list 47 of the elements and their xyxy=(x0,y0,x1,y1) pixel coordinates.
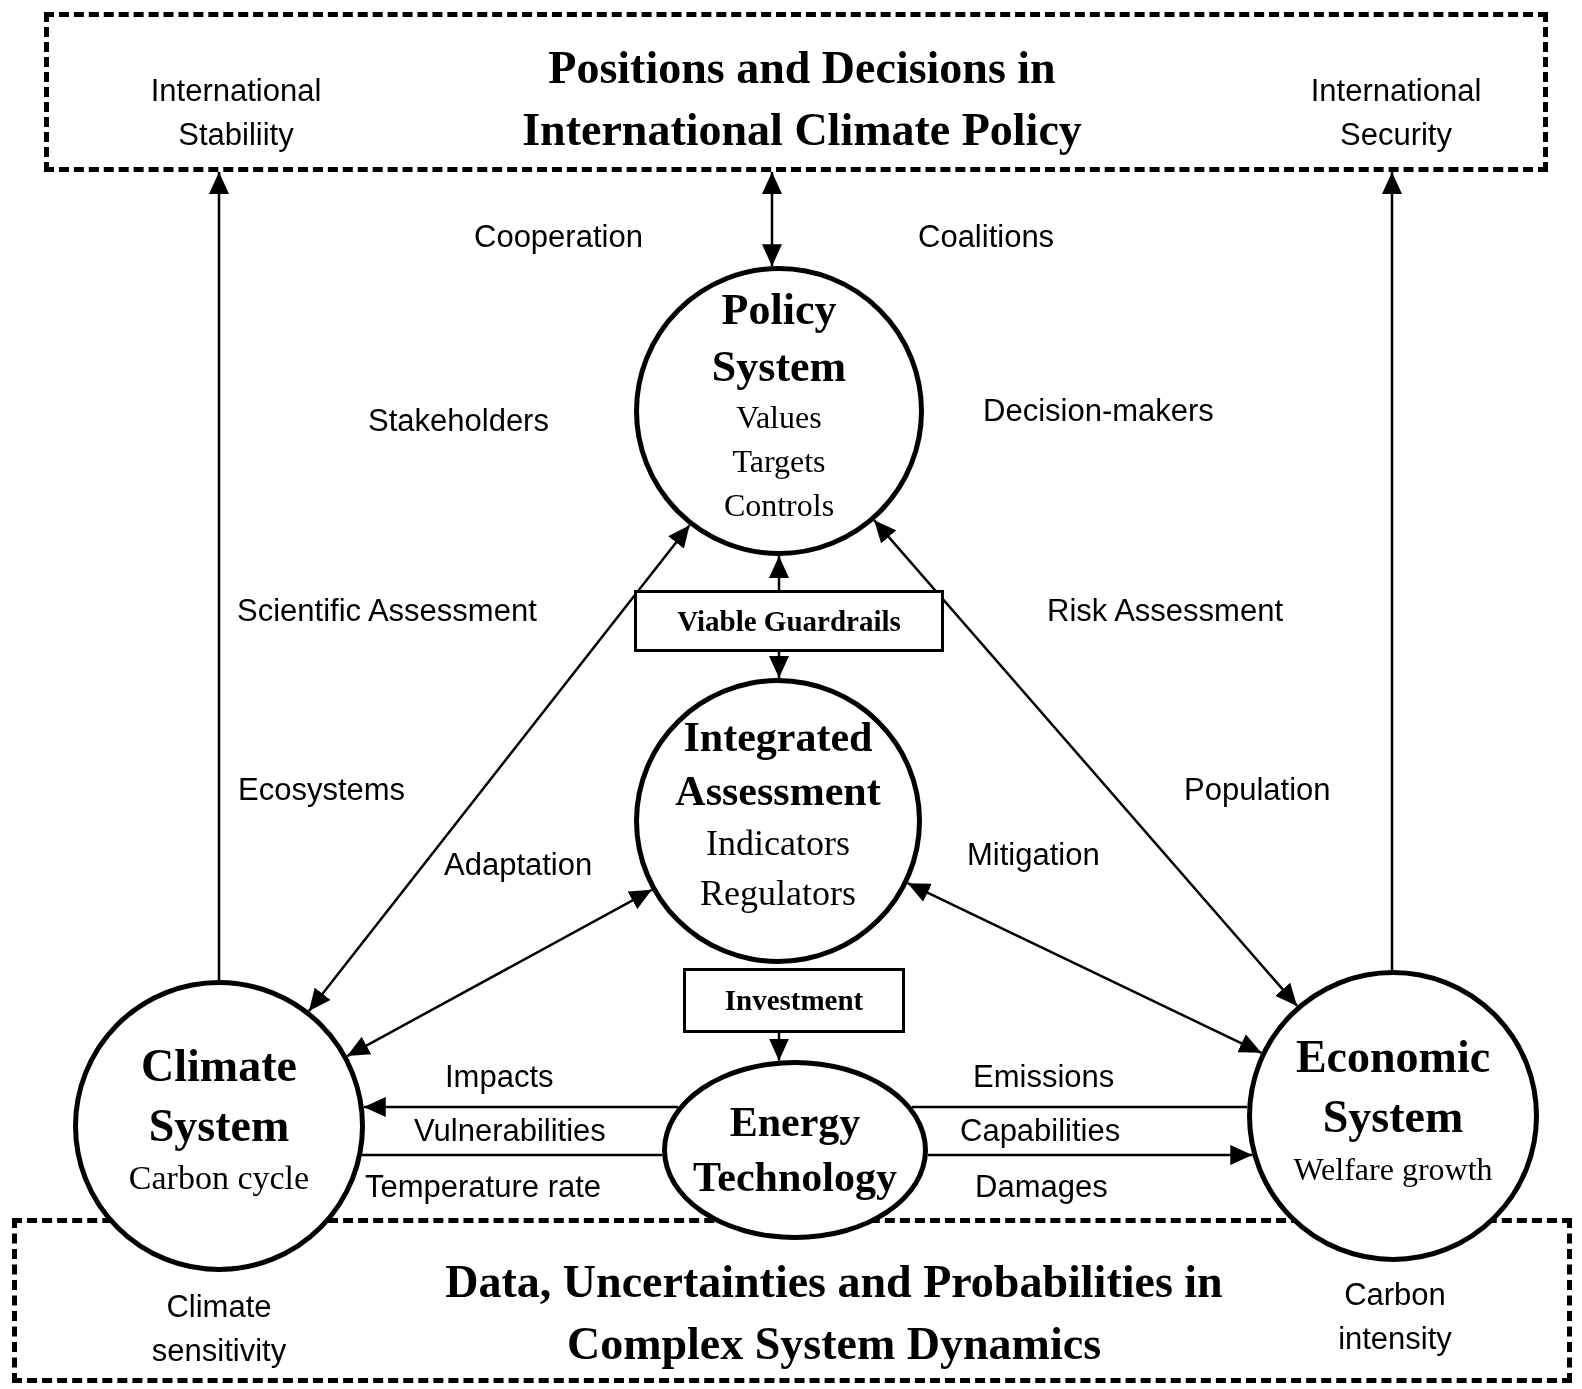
flow-label: Emissions xyxy=(973,1058,1115,1096)
arrow xyxy=(346,888,653,1058)
frame-title: Positions and Decisions in International Climate Policy xyxy=(521,41,1083,158)
arrow xyxy=(907,882,1262,1054)
arrow xyxy=(762,172,782,267)
dashed-frame xyxy=(12,1218,1572,1383)
flow-label: Mitigation xyxy=(967,836,1100,874)
flow-label: Coalitions xyxy=(918,218,1055,256)
circle-text: Welfare growth xyxy=(1292,1149,1494,1189)
frame-title: Data, Uncertainties and Probabilities in Complex System Dynamics xyxy=(444,1255,1224,1372)
flow-label: Temperature rate xyxy=(365,1168,602,1206)
circle-text: Indicators Regulators xyxy=(699,821,857,915)
flow-label: Damages xyxy=(975,1168,1108,1206)
arrow xyxy=(769,652,789,678)
circle-heading: Climate System xyxy=(140,1038,298,1153)
flow-label: Risk Assessment xyxy=(1047,592,1283,630)
dashed-frame xyxy=(44,12,1548,172)
frame-note: Carbon intensity xyxy=(1337,1276,1453,1358)
frame-note: International Security xyxy=(1309,72,1483,154)
arrow xyxy=(769,556,789,590)
connector-line xyxy=(362,1153,663,1157)
circle-heading: Integrated Assessment xyxy=(674,712,882,817)
circle-heading: Policy System xyxy=(710,283,848,393)
flow-label: Capabilities xyxy=(960,1112,1121,1150)
flow-label: Cooperation xyxy=(474,218,643,256)
flow-label: Stakeholders xyxy=(368,402,549,440)
circle-heading: Economic System xyxy=(1294,1030,1492,1144)
label-box: Viable Guardrails xyxy=(634,590,944,652)
circle-text: Values Targets Controls xyxy=(722,397,836,526)
flow-label: Scientific Assessment xyxy=(237,592,537,630)
arrow xyxy=(873,519,1299,1007)
flow-label: Decision-makers xyxy=(983,392,1214,430)
circle-text: Carbon cycle xyxy=(127,1158,311,1199)
arrow xyxy=(927,1145,1253,1165)
label-box: Investment xyxy=(683,968,905,1033)
flow-label: Vulnerabilities xyxy=(414,1112,606,1150)
arrow xyxy=(769,1033,789,1061)
flow-label: Adaptation xyxy=(444,846,593,884)
arrow xyxy=(1382,172,1402,970)
flow-label: Ecosystems xyxy=(238,771,406,809)
flow-label: Impacts xyxy=(445,1058,554,1096)
arrow xyxy=(209,172,229,980)
flow-label: Population xyxy=(1184,771,1331,809)
arrow xyxy=(308,524,691,1012)
circle-heading: Energy Technology xyxy=(692,1098,898,1202)
frame-note: International Stabiliity xyxy=(149,72,323,154)
frame-note: Climate sensitivity xyxy=(150,1288,288,1370)
